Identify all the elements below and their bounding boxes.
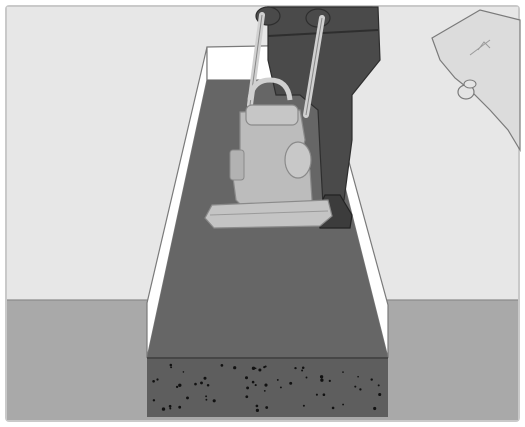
aggregate-speck	[265, 406, 268, 409]
aggregate-speck	[245, 395, 248, 398]
aggregate-speck	[233, 366, 236, 369]
aggregate-speck	[329, 380, 331, 382]
aggregate-speck	[306, 377, 308, 379]
aggregate-speck	[357, 376, 359, 378]
aggregate-speck	[359, 388, 361, 390]
aggregate-speck	[301, 370, 303, 372]
aggregate-speck	[354, 386, 356, 388]
compactor-tank	[246, 105, 298, 125]
aggregate-speck	[178, 406, 181, 409]
aggregate-speck	[294, 367, 296, 369]
aggregate-speck	[169, 405, 172, 408]
aggregate-speck	[169, 407, 171, 409]
aggregate-speck	[246, 386, 249, 389]
aggregate-speck	[153, 399, 155, 401]
aggregate-speck	[245, 376, 248, 379]
aggregate-speck	[213, 399, 216, 402]
aggregate-speck	[152, 380, 155, 383]
aggregate-speck	[156, 378, 158, 380]
compactor-base-plate	[205, 200, 332, 228]
aggregate-speck	[280, 386, 282, 388]
aggregate-speck	[255, 384, 257, 386]
aggregate-speck	[264, 390, 266, 392]
aggregate-speck	[162, 407, 165, 410]
aggregate-speck	[256, 409, 259, 412]
aggregate-speck	[378, 384, 380, 386]
aggregate-speck	[258, 368, 261, 371]
aggregate-speck	[316, 394, 318, 396]
aggregate-speck	[277, 379, 279, 381]
aggregate-speck	[205, 399, 207, 401]
aggregate-speck	[176, 386, 178, 388]
aggregate-speck	[378, 393, 381, 396]
aggregate-speck	[186, 396, 189, 399]
aggregate-speck	[371, 378, 373, 380]
aggregate-speck	[178, 384, 181, 387]
aggregate-speck	[302, 366, 305, 369]
aggregate-speck	[205, 395, 207, 397]
aggregate-speck	[320, 375, 323, 378]
aggregate-speck	[332, 407, 335, 410]
aggregate-speck	[289, 382, 292, 385]
compactor-side-panel	[230, 150, 244, 180]
aggregate-speck	[221, 364, 224, 367]
bag-hand-finger	[464, 80, 476, 88]
aggregate-speck	[263, 366, 265, 368]
aggregate-speck	[207, 384, 210, 387]
aggregate-speck	[203, 377, 206, 380]
aggregate-speck	[200, 381, 203, 384]
aggregate-speck	[373, 407, 376, 410]
aggregate-speck	[256, 405, 259, 408]
aggregate-speck	[323, 393, 326, 396]
aggregate-speck	[252, 381, 255, 384]
aggregate-speck	[170, 364, 173, 367]
aggregate-speck	[264, 384, 267, 387]
aggregate-speck	[342, 404, 344, 406]
aggregate-speck	[303, 405, 305, 407]
aggregate-speck	[320, 379, 323, 382]
aggregate-speck	[183, 371, 185, 373]
compactor-starter	[285, 142, 311, 178]
aggregate-speck	[342, 371, 344, 373]
aggregate-speck	[194, 383, 197, 386]
aggregate-speck	[170, 366, 172, 368]
aggregate-speck	[252, 367, 255, 370]
